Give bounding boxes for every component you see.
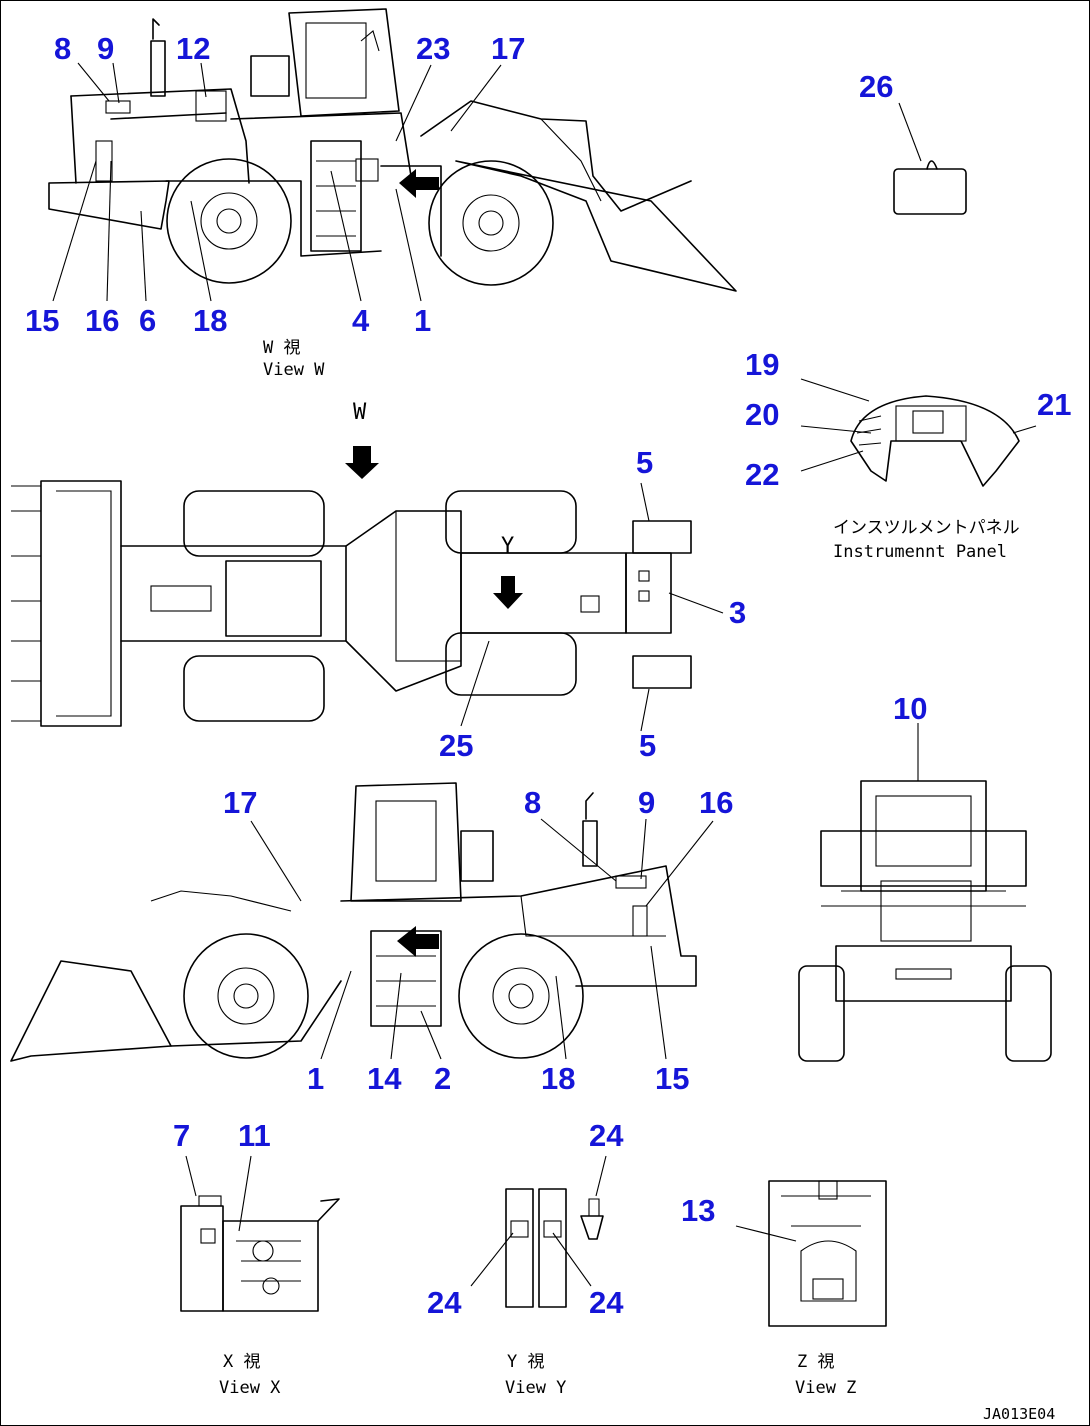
arrow-y-label: Y bbox=[501, 534, 514, 559]
callout-1-side: 1 bbox=[307, 1061, 324, 1096]
callout-24-left: 24 bbox=[427, 1285, 462, 1320]
top-view-drawing bbox=[11, 446, 692, 727]
view-w-leader-lines bbox=[52, 62, 502, 302]
callout-15: 15 bbox=[25, 303, 59, 338]
view-z-caption-jp: Z 視 bbox=[797, 1352, 834, 1372]
callout-9-side: 9 bbox=[638, 785, 655, 820]
callout-10: 10 bbox=[893, 691, 927, 726]
part-26-drawing bbox=[893, 102, 967, 215]
view-x-caption-en: View X bbox=[219, 1378, 281, 1398]
callout-19: 19 bbox=[745, 347, 779, 382]
callout-6: 6 bbox=[139, 303, 156, 338]
arrow-w-label: W bbox=[353, 400, 367, 425]
callout-21: 21 bbox=[1037, 387, 1071, 422]
callout-4: 4 bbox=[352, 303, 370, 338]
callout-12: 12 bbox=[176, 31, 210, 66]
instrument-panel-caption-jp: インスツルメントパネル bbox=[833, 518, 1020, 538]
callout-5-bottom: 5 bbox=[639, 728, 656, 763]
callout-24-right: 24 bbox=[589, 1285, 624, 1320]
callout-15-side: 15 bbox=[655, 1061, 689, 1096]
instrument-panel-drawing bbox=[800, 378, 1037, 487]
callout-22: 22 bbox=[745, 457, 779, 492]
callout-14: 14 bbox=[367, 1061, 402, 1096]
callout-16: 16 bbox=[85, 303, 119, 338]
callout-16-side: 16 bbox=[699, 785, 733, 820]
callout-3: 3 bbox=[729, 595, 746, 630]
callout-9: 9 bbox=[97, 31, 114, 66]
side-view-leader-lines bbox=[250, 818, 714, 1060]
view-z-caption-en: View Z bbox=[795, 1378, 856, 1398]
top-view-leader-lines bbox=[460, 482, 724, 732]
view-x-drawing bbox=[180, 1155, 340, 1312]
callout-24-top: 24 bbox=[589, 1118, 624, 1153]
callout-23: 23 bbox=[416, 31, 450, 66]
callout-25: 25 bbox=[439, 728, 473, 763]
callout-1: 1 bbox=[414, 303, 431, 338]
callout-numbers: 8 9 12 23 17 15 16 6 18 4 1 26 19 20 21 … bbox=[25, 31, 1071, 1320]
side-view-drawing bbox=[10, 782, 697, 1062]
view-w-caption-jp: W 視 bbox=[263, 338, 300, 358]
drawing-number: JA013E04 bbox=[983, 1405, 1055, 1423]
view-w-side-drawing bbox=[48, 8, 737, 292]
callout-7: 7 bbox=[173, 1118, 190, 1153]
callout-17: 17 bbox=[491, 31, 525, 66]
callout-5-top: 5 bbox=[636, 445, 653, 480]
front-view-drawing bbox=[798, 723, 1052, 1062]
view-z-drawing bbox=[735, 1180, 887, 1327]
callout-11: 11 bbox=[238, 1118, 271, 1153]
callout-17-side: 17 bbox=[223, 785, 257, 820]
callout-18: 18 bbox=[193, 303, 227, 338]
view-x-caption-jp: X 視 bbox=[223, 1352, 260, 1372]
instrument-panel-caption-en: Instrumennt Panel bbox=[833, 542, 1007, 562]
callout-2: 2 bbox=[434, 1061, 451, 1096]
callout-8-side: 8 bbox=[524, 785, 541, 820]
callout-20: 20 bbox=[745, 397, 779, 432]
view-y-caption-jp: Y 視 bbox=[507, 1352, 544, 1372]
view-y-drawing bbox=[470, 1155, 607, 1308]
view-y-caption-en: View Y bbox=[505, 1378, 566, 1398]
callout-8: 8 bbox=[54, 31, 71, 66]
callout-18-side: 18 bbox=[541, 1061, 575, 1096]
callout-26: 26 bbox=[859, 69, 893, 104]
view-captions: W 視 View W W Y インスツルメントパネル Instrumennt P… bbox=[219, 338, 1055, 1423]
view-w-caption-en: View W bbox=[263, 360, 325, 380]
callout-13: 13 bbox=[681, 1193, 715, 1228]
